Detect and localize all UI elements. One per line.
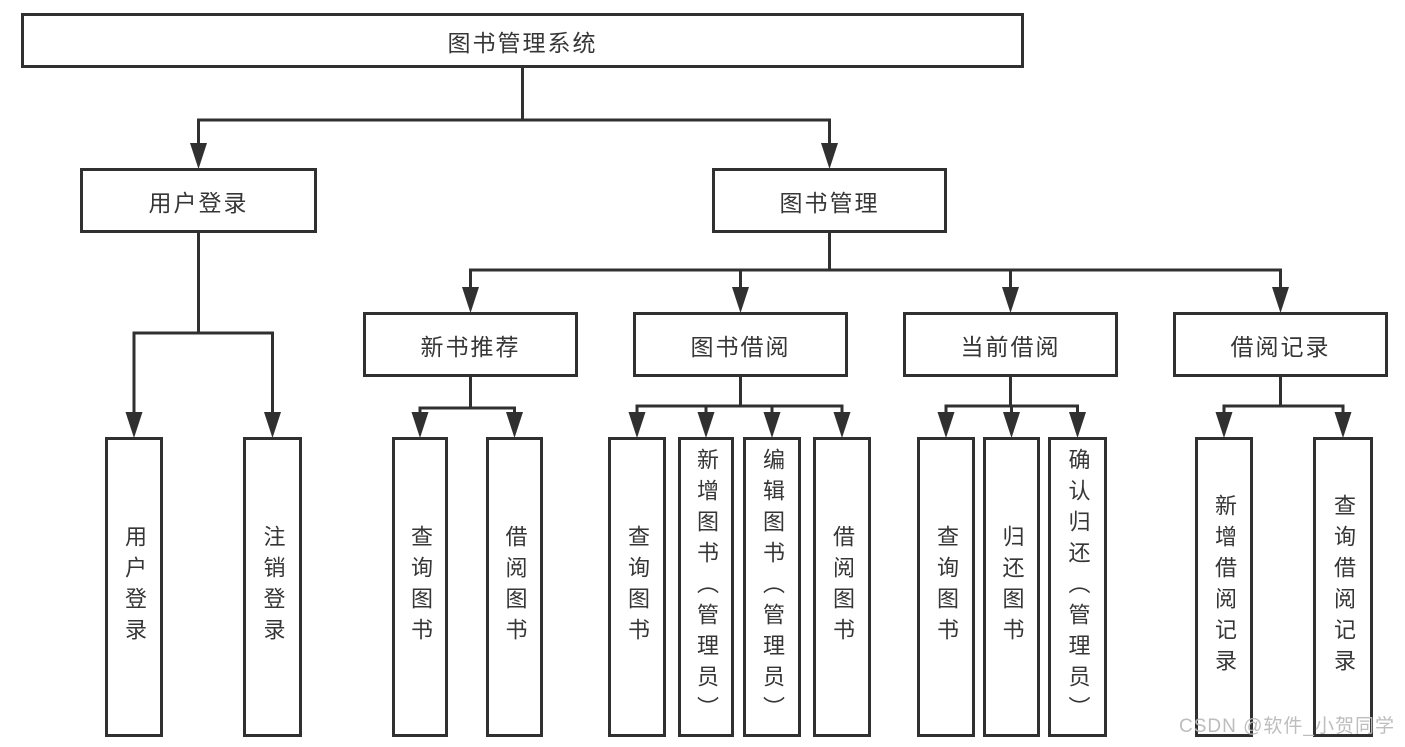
node-leaf-add-book: 新增图书（管理员） [678, 437, 734, 737]
node-root: 图书管理系统 [21, 13, 1024, 68]
node-label: 借阅图书 [502, 525, 528, 649]
node-new-book-rec: 新书推荐 [363, 312, 578, 377]
arrowhead-icon [1003, 412, 1020, 438]
node-label: 图书管理系统 [447, 29, 598, 56]
node-leaf-logout: 注销登录 [243, 437, 302, 737]
arrowhead-icon [1069, 412, 1086, 438]
node-label: 新增图书（管理员） [694, 447, 719, 727]
node-leaf-query-book-2: 查询图书 [608, 437, 666, 737]
arrowhead-icon [628, 412, 646, 438]
node-label: 注销登录 [260, 525, 286, 649]
node-leaf-edit-book: 编辑图书（管理员） [743, 437, 801, 737]
node-leaf-borrow-book-2: 借阅图书 [813, 437, 871, 737]
arrowhead-icon [1215, 412, 1233, 438]
node-label: 查询图书 [625, 525, 650, 649]
arrowhead-icon [506, 412, 523, 438]
node-leaf-return-book: 归还图书 [983, 437, 1040, 737]
arrowhead-icon [1002, 287, 1019, 313]
watermark-text: CSDN @软件_小贺同学 [1179, 716, 1395, 737]
arrowhead-icon [732, 287, 749, 313]
node-label: 确认归还（管理员） [1065, 447, 1091, 727]
arrowhead-icon [821, 143, 838, 169]
node-label: 借阅图书 [830, 525, 855, 649]
node-leaf-query-record: 查询借阅记录 [1313, 437, 1373, 737]
arrowhead-icon [462, 287, 479, 313]
node-leaf-query-book-1: 查询图书 [392, 437, 448, 737]
node-label: 查询图书 [408, 525, 433, 649]
node-label: 编辑图书（管理员） [760, 447, 785, 727]
arrowhead-icon [763, 412, 781, 438]
arrowhead-icon [264, 412, 281, 438]
node-label: 查询图书 [934, 525, 959, 649]
node-current-borrow: 当前借阅 [903, 312, 1118, 377]
node-label: 图书管理 [779, 189, 880, 216]
node-leaf-user-login: 用户登录 [105, 437, 163, 737]
node-leaf-borrow-book-1: 借阅图书 [486, 437, 543, 737]
arrowhead-icon [411, 412, 429, 438]
arrowhead-icon [833, 412, 851, 438]
arrowhead-icon [937, 412, 955, 438]
node-label: 当前借阅 [960, 333, 1061, 360]
node-label: 归还图书 [999, 525, 1025, 649]
node-label: 用户登录 [148, 189, 249, 216]
node-label: 新书推荐 [420, 333, 521, 360]
node-label: 用户登录 [122, 525, 147, 649]
arrowhead-icon [1334, 412, 1352, 438]
node-book-borrow: 图书借阅 [633, 312, 848, 377]
arrowhead-icon [1272, 287, 1289, 313]
node-label: 借阅记录 [1230, 333, 1331, 360]
node-leaf-confirm-return: 确认归还（管理员） [1048, 437, 1107, 737]
node-label: 新增借阅记录 [1212, 494, 1237, 680]
node-borrow-records: 借阅记录 [1173, 312, 1388, 377]
node-book-mgmt: 图书管理 [712, 168, 947, 233]
node-label: 查询借阅记录 [1331, 494, 1356, 680]
node-user-login-group: 用户登录 [80, 168, 317, 233]
node-leaf-add-record: 新增借阅记录 [1195, 437, 1253, 737]
node-label: 图书借阅 [690, 333, 791, 360]
arrowhead-icon [697, 412, 715, 438]
arrowhead-icon [190, 143, 207, 169]
arrowhead-icon [125, 412, 143, 438]
node-leaf-query-book-3: 查询图书 [917, 437, 975, 737]
